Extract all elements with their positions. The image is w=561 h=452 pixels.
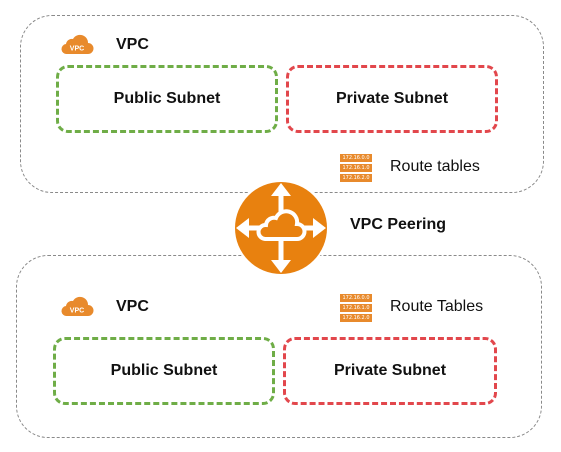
bottom-vpc-label: VPC <box>116 298 149 315</box>
bottom-private-subnet-label: Private Subnet <box>333 362 447 379</box>
svg-text:VPC: VPC <box>70 308 84 315</box>
route-table-icon: 172.16.0.0 172.16.1.0 172.16.2.0 <box>340 294 372 322</box>
vpc-peering-icon <box>233 180 329 276</box>
top-private-subnet: Private Subnet <box>286 65 498 133</box>
route-table-icon: 172.16.0.0 172.16.1.0 172.16.2.0 <box>340 154 372 182</box>
route-entry: 172.16.2.0 <box>340 314 372 322</box>
bottom-private-subnet: Private Subnet <box>283 337 497 405</box>
route-entry: 172.16.1.0 <box>340 304 372 312</box>
route-entry: 172.16.0.0 <box>340 154 372 162</box>
vpc-peering-label: VPC Peering <box>350 216 447 233</box>
top-private-subnet-label: Private Subnet <box>335 90 449 107</box>
bottom-public-subnet-label: Public Subnet <box>110 362 218 379</box>
top-public-subnet: Public Subnet <box>56 65 278 133</box>
bottom-route-tables-label: Route Tables <box>390 298 484 315</box>
vpc-cloud-icon: VPC <box>61 296 94 317</box>
top-public-subnet-label: Public Subnet <box>113 90 221 107</box>
vpc-cloud-icon: VPC <box>61 34 94 55</box>
top-vpc-label: VPC <box>116 36 149 53</box>
svg-text:VPC: VPC <box>70 46 84 53</box>
top-route-tables-label: Route tables <box>390 158 480 175</box>
route-entry: 172.16.2.0 <box>340 174 372 182</box>
bottom-public-subnet: Public Subnet <box>53 337 275 405</box>
route-entry: 172.16.1.0 <box>340 164 372 172</box>
route-entry: 172.16.0.0 <box>340 294 372 302</box>
